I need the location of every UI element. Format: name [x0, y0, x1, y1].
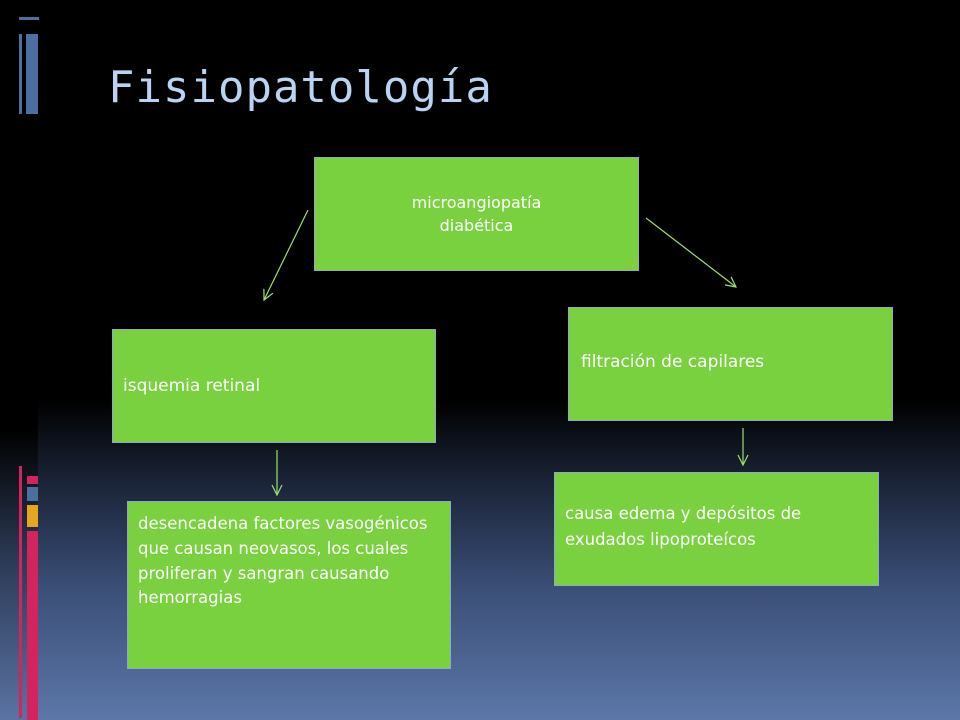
arrow-top-to-right [645, 217, 736, 287]
deco-bar-top-1 [19, 17, 39, 20]
deco-bar-left-5 [27, 531, 38, 720]
node-edema-exudados: causa edema y depósitos de exudados lipo… [554, 472, 879, 586]
deco-bar-left-2 [27, 476, 38, 484]
node-filtracion-capilares-label: filtración de capilares [581, 351, 765, 372]
node-isquemia-retinal-label: isquemia retinal [123, 375, 261, 396]
deco-bar-top-2 [19, 34, 22, 114]
arrow-top-to-left [264, 209, 309, 300]
deco-bar-top-3 [26, 34, 38, 114]
node-edema-exudados-label: causa edema y depósitos de exudados lipo… [565, 504, 802, 549]
node-microangiopatia: microangiopatía diabética [314, 157, 639, 271]
deco-bar-left-1 [19, 466, 22, 718]
node-factores-vasogenicos-label: desencadena factores vasogénicos que cau… [138, 514, 428, 608]
deco-bar-left-3 [27, 487, 38, 501]
node-filtracion-capilares: filtración de capilares [568, 307, 893, 421]
slide-title: Fisiopatología [108, 62, 493, 113]
node-isquemia-retinal: isquemia retinal [112, 329, 436, 443]
node-microangiopatia-label: microangiopatía diabética [411, 192, 542, 235]
deco-bar-left-4 [27, 505, 38, 527]
node-factores-vasogenicos: desencadena factores vasogénicos que cau… [127, 501, 451, 669]
